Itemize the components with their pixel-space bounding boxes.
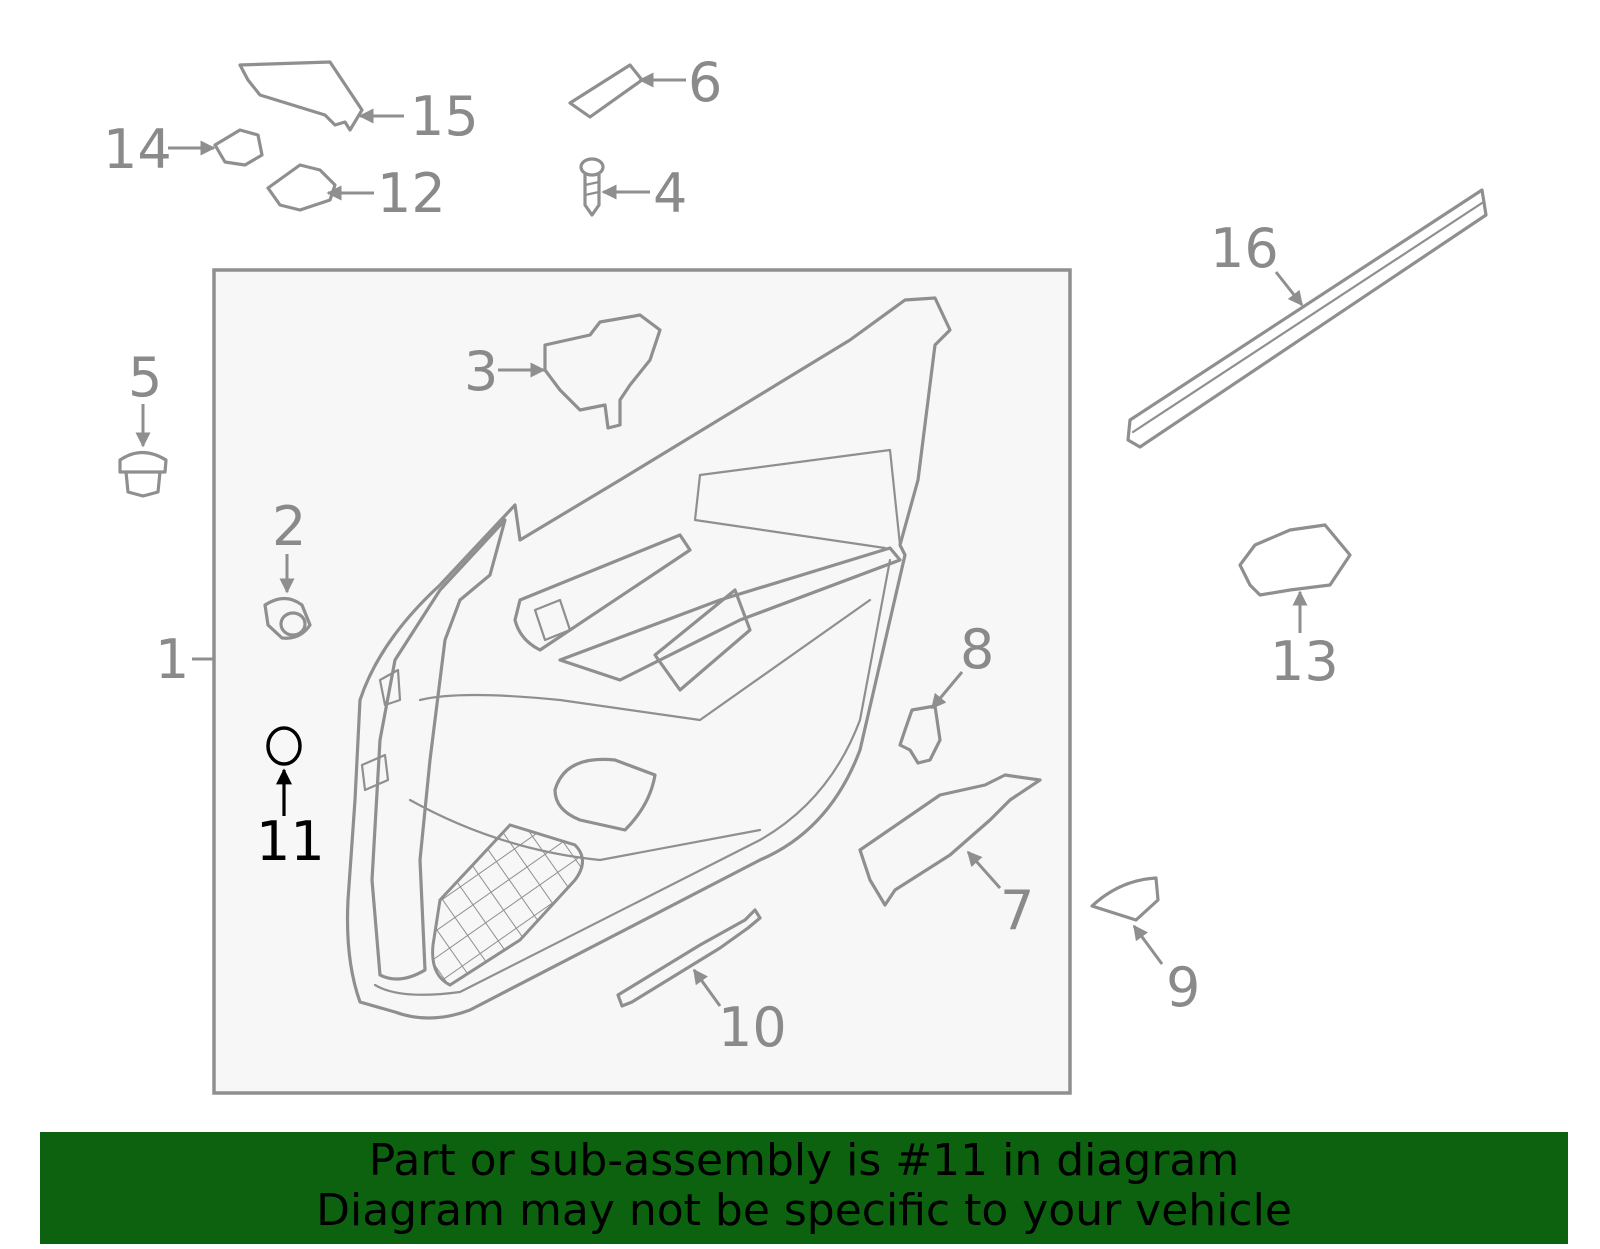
callout-16: 16 [1210,217,1279,280]
part-6-trim [568,63,644,119]
callout-14: 14 [103,118,172,181]
banner-line-1: Part or sub-assembly is #11 in diagram [368,1135,1240,1186]
part-3-bracket [543,313,662,430]
part-11-o-ring [266,726,302,766]
part-9-pad [1090,876,1160,922]
callout-11: 11 [256,810,325,873]
assembly-box [212,268,1072,1095]
door-trim-panel [345,296,952,1020]
callout-8: 8 [960,618,994,681]
part-12-clip [266,163,337,212]
callout-3: 3 [464,340,498,403]
banner-line-2: Diagram may not be specific to your vehi… [316,1185,1292,1236]
callout-4: 4 [653,162,687,225]
callout-1: 1 [155,628,189,691]
callout-13: 13 [1270,630,1339,693]
part-14-clip [213,128,264,167]
callout-15: 15 [410,85,479,148]
callout-7: 7 [1000,879,1034,942]
part-10-bracket [616,908,762,1008]
callout-12: 12 [377,162,446,225]
part-13-bracket [1238,523,1352,597]
callout-10: 10 [718,996,787,1059]
callout-6: 6 [688,51,722,114]
callout-5: 5 [128,346,162,409]
part-15-bezel [238,60,364,132]
callout-9: 9 [1166,956,1200,1019]
callout-2: 2 [272,495,306,558]
part-5-clip [118,450,168,498]
notice-banner: Part or sub-assembly is #11 in diagram D… [40,1132,1568,1244]
part-8-clip [898,704,942,765]
leader-lines [135,72,1308,1007]
part-7-bracket [858,773,1042,907]
part-2-clip [263,596,312,640]
part-4-screw [579,157,605,217]
part-16-weatherstrip [1126,188,1488,449]
